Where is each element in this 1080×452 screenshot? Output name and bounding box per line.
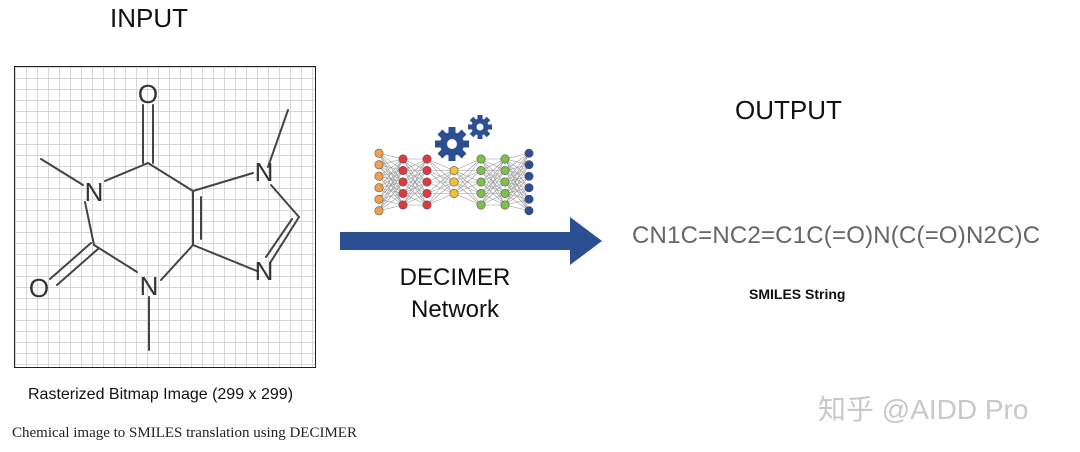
network-node — [524, 171, 534, 181]
network-node — [374, 206, 384, 216]
network-node — [500, 154, 510, 164]
neural-network-graphic — [374, 115, 534, 216]
atom-nitrogen-3: N — [140, 271, 159, 301]
network-label-line1: DECIMER — [399, 264, 511, 291]
atom-nitrogen-1: N — [85, 177, 104, 207]
network-node — [476, 165, 486, 175]
input-heading: INPUT — [110, 3, 188, 33]
network-node — [524, 194, 534, 204]
network-node — [476, 177, 486, 187]
smiles-string: CN1C=NC2=C1C(=O)N(C(=O)N2C)C — [632, 222, 1041, 249]
network-node — [476, 189, 486, 199]
network-node — [398, 154, 408, 164]
atom-oxygen-left: O — [29, 273, 49, 303]
network-node — [422, 189, 432, 199]
network-node — [422, 200, 432, 210]
network-node — [500, 165, 510, 175]
network-node — [374, 160, 384, 170]
network-node — [476, 154, 486, 164]
smiles-label: SMILES String — [749, 286, 846, 302]
network-node — [398, 200, 408, 210]
network-node — [422, 154, 432, 164]
network-node — [449, 177, 459, 187]
network-node — [398, 165, 408, 175]
network-node — [500, 177, 510, 187]
network-node — [422, 177, 432, 187]
network-node — [374, 183, 384, 193]
network-node — [422, 165, 432, 175]
atom-nitrogen-9: N — [255, 256, 274, 286]
network-label: DECIMER Network — [375, 262, 535, 326]
input-image-caption: Rasterized Bitmap Image (299 x 299) — [28, 386, 294, 403]
network-node — [398, 189, 408, 199]
network-node — [524, 183, 534, 193]
network-node — [500, 189, 510, 199]
network-node — [500, 200, 510, 210]
network-label-line2: Network — [410, 296, 500, 323]
output-heading: OUTPUT — [735, 95, 842, 125]
atom-oxygen-top: O — [138, 79, 158, 109]
network-node — [524, 148, 534, 158]
flow-arrow — [340, 217, 602, 265]
input-molecule-image: O O N N N N — [14, 66, 316, 368]
network-node — [374, 194, 384, 204]
atom-nitrogen-7: N — [255, 157, 274, 187]
network-node — [374, 171, 384, 181]
network-node — [476, 200, 486, 210]
gear-icon-small — [468, 115, 492, 139]
network-node — [449, 189, 459, 199]
network-node — [524, 160, 534, 170]
figure-caption: Chemical image to SMILES translation usi… — [12, 425, 357, 441]
caffeine-structure: O O N N N N — [29, 79, 300, 351]
network-node — [524, 206, 534, 216]
watermark: 知乎 @AIDD Pro — [818, 394, 1029, 425]
gear-icon-large — [435, 127, 469, 161]
network-node — [449, 165, 459, 175]
network-node — [374, 148, 384, 158]
network-node — [398, 177, 408, 187]
